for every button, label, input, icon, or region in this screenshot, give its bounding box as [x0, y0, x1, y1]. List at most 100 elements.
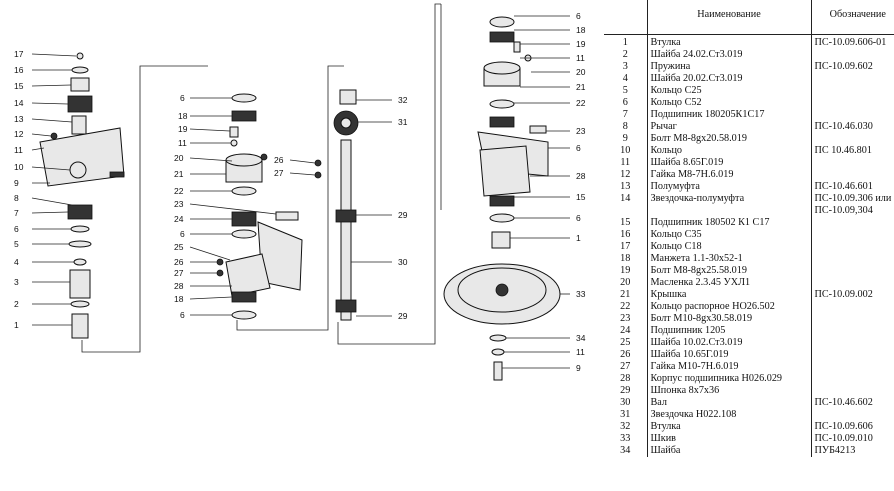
- cell-name: Кольцо С35: [646, 229, 811, 241]
- cell-designation: ПС-10.46.602: [810, 397, 894, 409]
- callout-c-2: 26: [274, 155, 284, 165]
- header-designation: Обозначение: [810, 0, 894, 35]
- cell-name: Звездочка Н022.108: [646, 409, 811, 421]
- cell-designation: [810, 97, 894, 109]
- cell-number: 22: [620, 301, 631, 312]
- cell-number: 27: [620, 361, 631, 372]
- cell-designation: [810, 325, 894, 337]
- cell-designation: [810, 109, 894, 121]
- callout-a-4: 13: [14, 114, 24, 124]
- cell-designation: [810, 49, 894, 61]
- cell-name: Болт М8-8gх25.58.019: [646, 265, 811, 277]
- cell-name: Рычаг: [646, 121, 811, 133]
- cell-designation: [810, 337, 894, 349]
- callout-a-7: 10: [14, 162, 24, 172]
- callout-d-1: 18: [576, 25, 586, 35]
- cell-designation: ПС-10.09.010: [810, 433, 894, 445]
- callout-d-10: 15: [576, 192, 586, 202]
- callout-b-15: 6: [180, 310, 185, 320]
- cell-designation: [810, 253, 894, 265]
- cell-number: 21: [620, 289, 631, 300]
- cell-designation: ПС-10.09.606: [810, 421, 894, 433]
- cell-name: Манжета 1.1-30х52-1: [646, 253, 811, 265]
- group-a-parts: [39, 52, 125, 339]
- group-c-labels: 32 31 26 27 29 30 29: [274, 95, 408, 321]
- callout-c-1: 31: [398, 117, 408, 127]
- cell-number: 13: [620, 181, 631, 192]
- cell-number: 23: [620, 313, 631, 324]
- group-c-leaders: [289, 99, 392, 317]
- callout-a-12: 5: [14, 239, 19, 249]
- table-row: 18 Манжета 1.1-30х52-1: [604, 253, 894, 265]
- callout-b-8: 24: [174, 214, 184, 224]
- table-header-row: Наименование Обозначение: [604, 0, 894, 35]
- cell-number: 15: [620, 217, 631, 228]
- cell-name: Втулка: [646, 34, 811, 49]
- cell-designation: [810, 217, 894, 229]
- cell-name: Шпонка 8х7х36: [646, 385, 811, 397]
- callout-a-2: 15: [14, 81, 24, 91]
- cell-number: 14: [620, 193, 631, 204]
- callout-c-5: 30: [398, 257, 408, 267]
- cell-number: 24: [620, 325, 631, 336]
- cell-number: 30: [620, 397, 631, 408]
- cell-name: Кольцо распорное НО26.502: [646, 301, 811, 313]
- cell-designation: ПС-10.09.602: [810, 61, 894, 73]
- cell-number: 25: [620, 337, 631, 348]
- cell-number: 10: [620, 145, 631, 156]
- cell-name: Шайба 10.02.Ст3.019: [646, 337, 811, 349]
- callout-a-6: 11: [14, 145, 23, 155]
- cell-number: 9: [622, 133, 628, 144]
- cell-designation: ПС-10.09.606-01: [810, 34, 894, 49]
- cell-designation: ПУБ4213: [810, 445, 894, 457]
- cell-number: 17: [620, 241, 631, 252]
- cell-designation: [810, 169, 894, 181]
- cell-designation: [810, 277, 894, 289]
- cell-name: Шкив: [646, 433, 811, 445]
- cell-number: 20: [620, 277, 631, 288]
- cell-name: Гайка М8-7Н.6.019: [646, 169, 811, 181]
- callout-d-16: 9: [576, 363, 581, 373]
- callout-b-6: 22: [174, 186, 184, 196]
- cell-number: 33: [620, 433, 631, 444]
- callout-d-9: 28: [576, 171, 586, 181]
- callout-d-15: 11: [576, 347, 585, 357]
- cell-number: 6: [622, 97, 628, 108]
- table-row: ПС-10.09,304: [604, 205, 894, 217]
- cell-name: Вал: [646, 397, 811, 409]
- cell-designation: [810, 229, 894, 241]
- cell-designation: ПС 10.46.801: [810, 145, 894, 157]
- group-d-leaders: [502, 15, 570, 369]
- callout-d-8: 6: [576, 143, 581, 153]
- header-name: Наименование: [646, 0, 811, 35]
- callout-b-9: 6: [180, 229, 185, 239]
- cell-designation: [810, 241, 894, 253]
- cell-number: 8: [622, 121, 628, 132]
- cell-number: 18: [620, 253, 631, 264]
- cell-number: 32: [620, 421, 631, 432]
- cell-name: Кольцо: [646, 145, 811, 157]
- cell-number: 4: [622, 73, 628, 84]
- exploded-assembly-diagram: 17 16 15 14 13 12 11 10 9 8 7 6 5 4 3 2 …: [14, 3, 586, 381]
- cell-designation: [810, 157, 894, 169]
- callout-b-12: 27: [174, 268, 184, 278]
- cell-number: 7: [622, 109, 628, 120]
- assembly-connector-lines: [81, 3, 442, 353]
- callout-c-3: 27: [274, 168, 284, 178]
